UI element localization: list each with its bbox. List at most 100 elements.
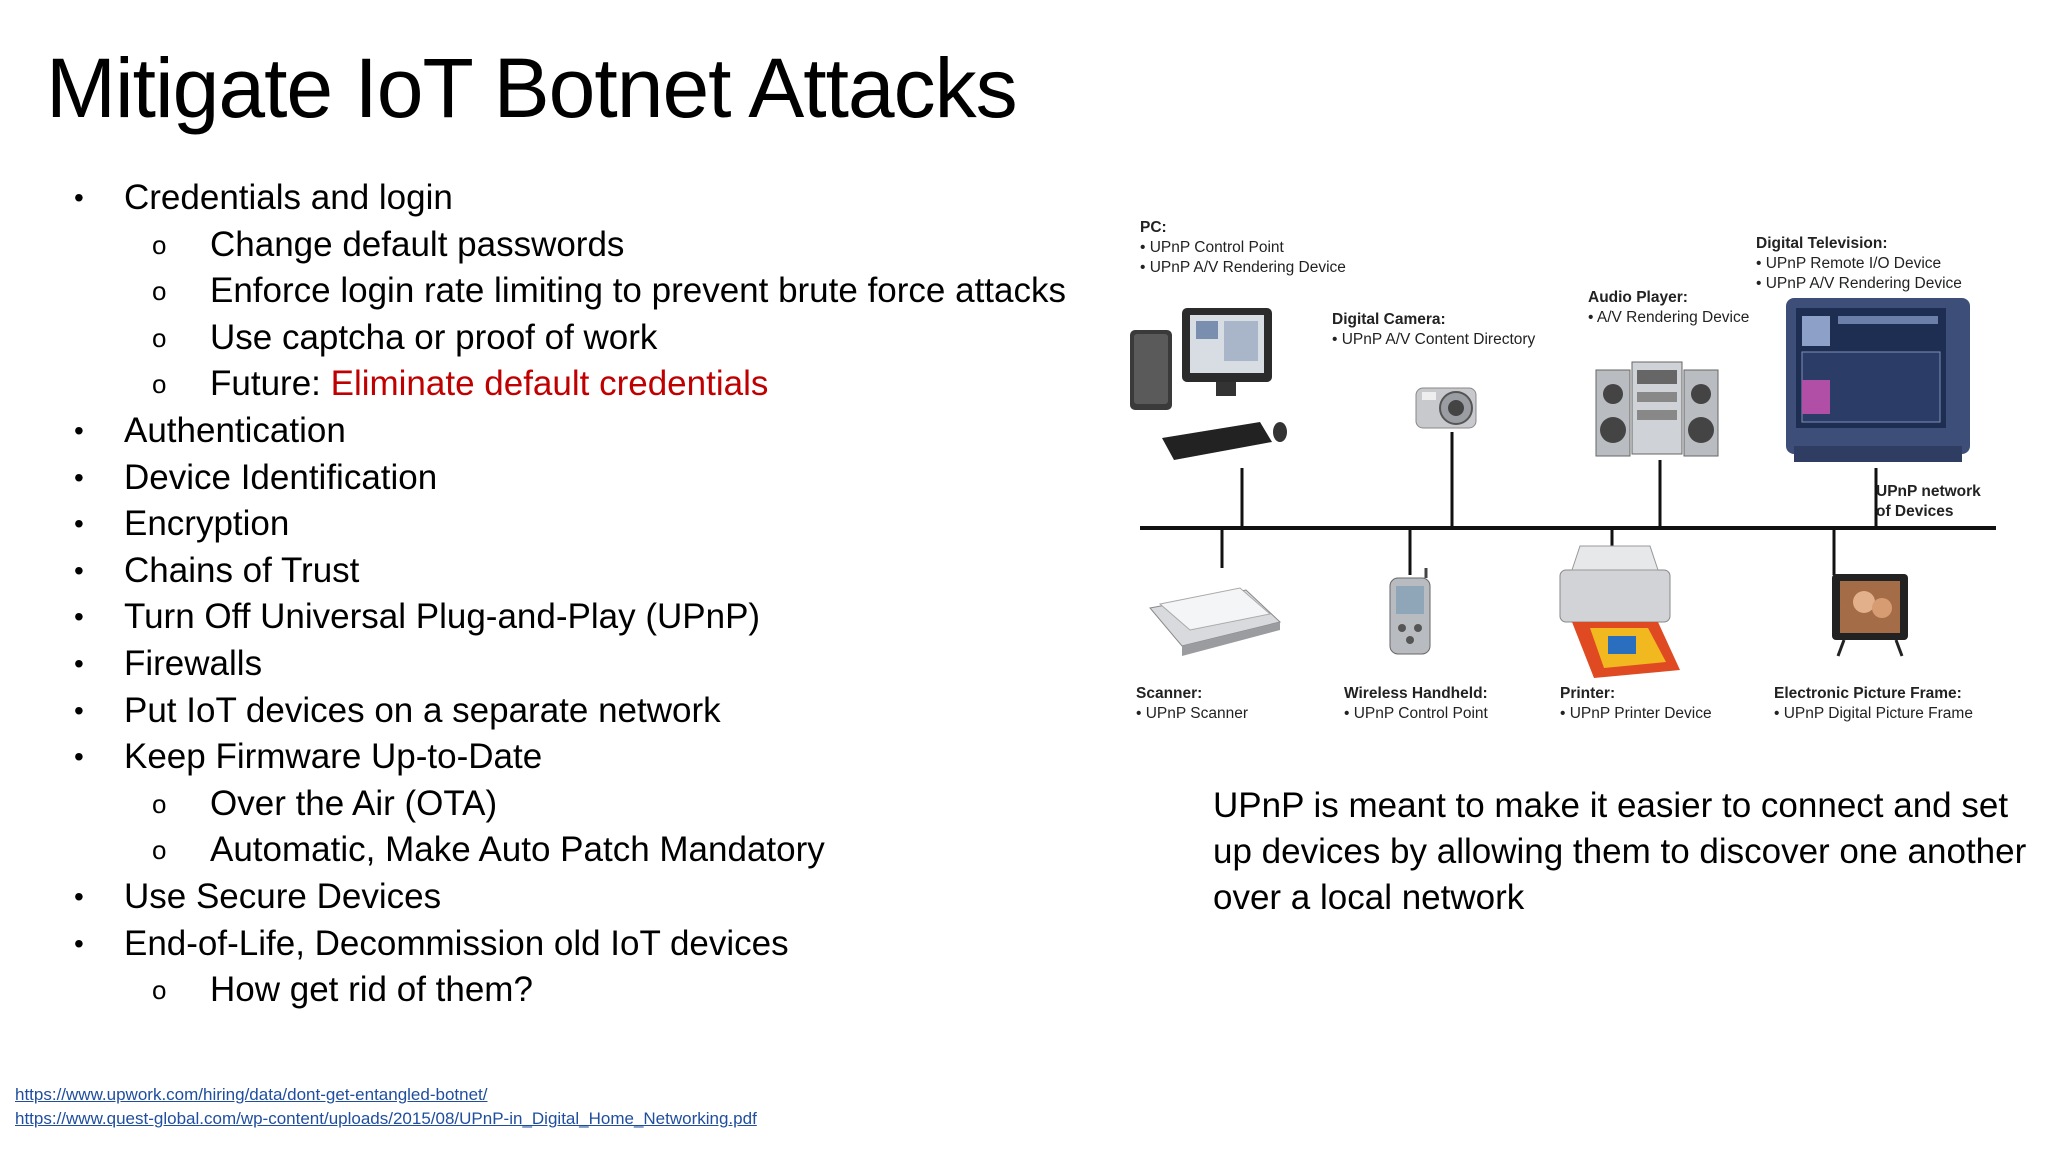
bullet-text: Use Secure Devices [124,876,442,916]
bullet-text: Future: [210,364,331,404]
bullet-item: • Credentials and login [72,175,1122,222]
handheld-label: Wireless Handheld: • UPnP Control Point [1344,685,1489,722]
audio-label: Audio Player: • A/V Rendering Device [1588,289,1749,326]
handheld-icon [1389,568,1431,655]
bullet-circle-icon: o [152,229,167,260]
bullet-circle-icon: o [152,276,167,307]
bullet-dot-icon: • [74,880,84,912]
sub-bullet-item: o Over the Air (OTA) [72,781,1122,828]
bullet-circle-icon: o [152,835,167,866]
camera-label-title: Digital Camera: [1332,311,1446,328]
camera-label-line-1: • UPnP A/V Content Directory [1332,331,1536,348]
bullet-text: Keep Firmware Up-to-Date [124,737,543,777]
bullet-text: Encryption [124,504,290,544]
network-label: UPnP network of Devices [1876,483,1981,520]
bullet-dot-icon: • [74,414,84,446]
bullet-text: Credentials and login [124,178,453,217]
bullet-text: Use captcha or proof of work [210,317,658,357]
tv-label-line-1: • UPnP Remote I/O Device [1756,255,1941,272]
bullet-text: Over the Air (OTA) [210,783,498,823]
bullet-item: • Encryption [72,501,1122,548]
bullet-text: Turn Off Universal Plug-and-Play (UPnP) [124,597,761,637]
reference-link-1[interactable]: https://www.upwork.com/hiring/data/dont-… [15,1085,488,1104]
slide-title: Mitigate IoT Botnet Attacks [46,41,1018,135]
frame-label: Electronic Picture Frame: • UPnP Digital… [1774,685,1973,722]
bullet-circle-icon: o [152,369,167,400]
bullet-item: • End-of-Life, Decommission old IoT devic… [72,921,1122,968]
bullet-dot-icon: • [74,647,84,679]
bullet-dot-icon: • [74,508,84,540]
sub-bullet-item: o Enforce login rate limiting to prevent … [72,268,1122,315]
bullet-dot-icon: • [74,461,84,493]
audio-player-icon [1595,361,1719,457]
tv-label-line-2: • UPnP A/V Rendering Device [1756,275,1962,292]
bullet-text: Authentication [124,410,346,450]
sub-bullet-item: o Change default passwords [72,222,1122,269]
bullet-dot-icon: • [74,694,84,726]
bullet-text: End-of-Life, Decommission old IoT device… [124,923,789,963]
printer-label-line-1: • UPnP Printer Device [1560,705,1712,722]
bullet-highlight-text: Eliminate default credentials [330,364,769,404]
bullet-item: • Chains of Trust [72,548,1122,595]
sub-bullet-item: o Future: Eliminate default credentials [72,361,1122,408]
bullet-circle-icon: o [152,322,167,353]
television-icon [1786,298,1970,462]
reference-link-2[interactable]: https://www.quest-global.com/wp-content/… [15,1109,757,1128]
bullet-text: How get rid of them? [210,970,533,1010]
camera-icon [1415,387,1477,429]
handheld-label-line-1: • UPnP Control Point [1344,705,1489,722]
tv-label-title: Digital Television: [1756,235,1888,252]
bullet-dot-icon: • [74,182,84,213]
pc-label-line-1: • UPnP Control Point [1140,239,1285,256]
bullet-item: • Use Secure Devices [72,874,1122,921]
printer-label: Printer: • UPnP Printer Device [1560,685,1712,722]
bullet-dot-icon: • [74,554,84,586]
network-label-line-1: UPnP network [1876,483,1981,500]
bullet-item: • Turn Off Universal Plug-and-Play (UPnP) [72,594,1122,641]
bullet-text: Automatic, Make Auto Patch Mandatory [210,830,825,870]
bullet-list: • Credentials and login o Change default pa… [72,175,1122,1014]
printer-icon [1559,545,1680,678]
sub-bullet-item: o How get rid of them? [72,967,1122,1014]
handheld-label-title: Wireless Handheld: [1344,685,1488,702]
bullet-text: Enforce login rate limiting to prevent b… [210,271,1066,311]
upnp-network-diagram: PC: • UPnP Control Point • UPnP A/V Rend… [1130,219,1996,722]
pc-label-line-2: • UPnP A/V Rendering Device [1140,259,1346,276]
scanner-label: Scanner: • UPnP Scanner [1136,685,1248,722]
frame-label-title: Electronic Picture Frame: [1774,685,1962,702]
network-label-line-2: of Devices [1876,503,1954,520]
bullet-item: • Firewalls [72,641,1122,688]
camera-label: Digital Camera: • UPnP A/V Content Direc… [1332,311,1536,348]
bullet-item: • Device Identification [72,455,1122,502]
pc-label: PC: • UPnP Control Point • UPnP A/V Rend… [1140,219,1346,276]
bullet-dot-icon: • [74,601,84,633]
sub-bullet-item: o Use captcha or proof of work [72,315,1122,362]
bullet-item: • Put IoT devices on a separate network [72,688,1122,735]
audio-label-title: Audio Player: [1588,289,1688,306]
printer-label-title: Printer: [1560,685,1615,702]
bullet-text: Chains of Trust [124,550,360,590]
bullet-dot-icon: • [74,927,84,959]
scanner-label-title: Scanner: [1136,685,1202,702]
bullet-text: Change default passwords [210,224,625,264]
frame-label-line-1: • UPnP Digital Picture Frame [1774,705,1973,722]
tv-label: Digital Television: • UPnP Remote I/O De… [1756,235,1962,292]
scanner-icon [1149,587,1282,656]
audio-label-line-1: • A/V Rendering Device [1588,309,1749,326]
pc-icon [1130,308,1287,460]
upnp-description: UPnP is meant to make it easier to conne… [1213,786,2027,917]
bullet-circle-icon: o [152,975,167,1006]
sub-bullet-item: o Automatic, Make Auto Patch Mandatory [72,827,1122,874]
bullet-circle-icon: o [152,788,167,819]
picture-frame-icon [1832,574,1908,657]
bullet-text: Device Identification [124,457,438,497]
bullet-text: Put IoT devices on a separate network [124,690,721,730]
pc-label-title: PC: [1140,219,1167,236]
bullet-item: • Authentication [72,408,1122,455]
bullet-item: • Keep Firmware Up-to-Date [72,734,1122,781]
bullet-text: Firewalls [124,643,263,683]
bullet-dot-icon: • [74,741,84,773]
scanner-label-line-1: • UPnP Scanner [1136,705,1248,722]
reference-links: https://www.upwork.com/hiring/data/dont-… [15,1083,757,1131]
